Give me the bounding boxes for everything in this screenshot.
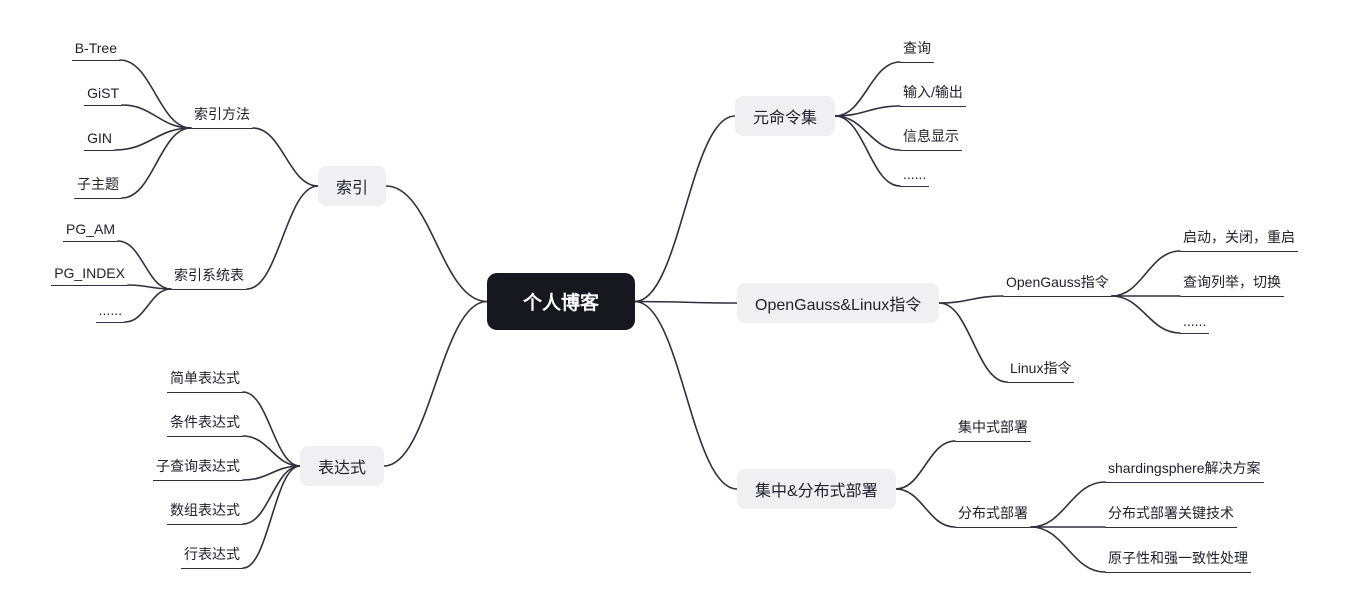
node-index-system-tables[interactable]: 索引系统表 xyxy=(171,265,247,290)
node-index-methods[interactable]: 索引方法 xyxy=(191,104,253,129)
node-query-enumerate-switch[interactable]: 查询列举，切换 xyxy=(1180,272,1284,297)
node-pg-index[interactable]: PG_INDEX xyxy=(51,265,128,286)
node-centralized-distributed-deployment[interactable]: 集中&分布式部署 xyxy=(737,469,896,509)
node-simple-expression[interactable]: 简单表达式 xyxy=(167,368,243,393)
node-start-shutdown-restart[interactable]: 启动，关闭，重启 xyxy=(1180,227,1298,252)
node-meta-commands[interactable]: 元命令集 xyxy=(735,96,836,136)
node-atomicity-strong-consistency[interactable]: 原子性和强一致性处理 xyxy=(1105,548,1251,573)
node-row-expression[interactable]: 行表达式 xyxy=(181,544,243,569)
node-info-display[interactable]: 信息显示 xyxy=(900,126,962,151)
node-centralized-deployment[interactable]: 集中式部署 xyxy=(955,417,1031,442)
node-expressions[interactable]: 表达式 xyxy=(300,446,385,486)
node-index[interactable]: 索引 xyxy=(318,166,387,206)
node-array-expression[interactable]: 数组表达式 xyxy=(167,500,243,525)
node-gin[interactable]: GIN xyxy=(84,130,115,151)
node-pg-am[interactable]: PG_AM xyxy=(62,221,118,242)
node-distributed-deployment-key-tech[interactable]: 分布式部署关键技术 xyxy=(1105,503,1237,528)
node-distributed-deployment[interactable]: 分布式部署 xyxy=(955,503,1031,528)
node-btree[interactable]: B-Tree xyxy=(71,40,120,61)
node-input-output[interactable]: 输入/输出 xyxy=(900,82,966,107)
node-opengauss-more[interactable]: ...... xyxy=(1180,313,1210,334)
node-meta-more[interactable]: ...... xyxy=(900,166,930,187)
node-pg-more[interactable]: ...... xyxy=(95,302,125,323)
node-subquery-expression[interactable]: 子查询表达式 xyxy=(153,456,243,481)
node-gist[interactable]: GiST xyxy=(84,85,122,106)
node-shardingsphere-solution[interactable]: shardingsphere解决方案 xyxy=(1105,458,1264,483)
node-personal-blog[interactable]: 个人博客 xyxy=(487,273,636,330)
node-subtopic[interactable]: 子主题 xyxy=(74,174,122,199)
node-opengauss-linux-commands[interactable]: OpenGauss&Linux指令 xyxy=(737,283,940,323)
node-conditional-expression[interactable]: 条件表达式 xyxy=(167,412,243,437)
node-query[interactable]: 查询 xyxy=(900,38,934,63)
node-opengauss-commands[interactable]: OpenGauss指令 xyxy=(1003,272,1112,297)
node-linux-commands[interactable]: Linux指令 xyxy=(1007,358,1075,383)
